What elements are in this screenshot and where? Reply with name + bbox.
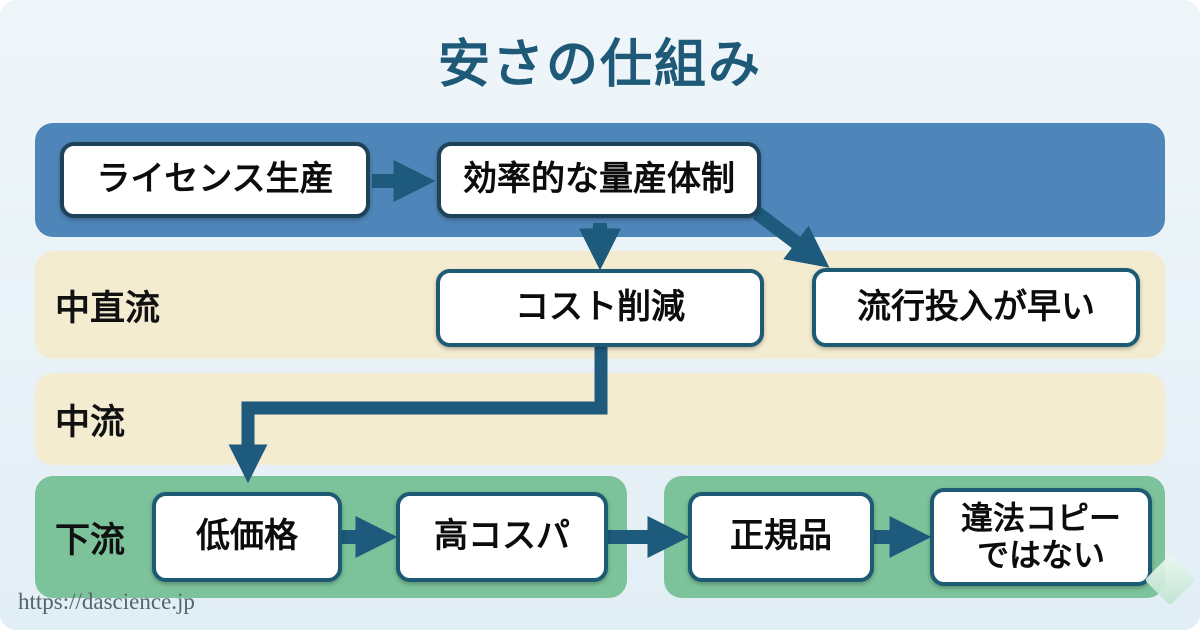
node-not-illegal-copy-line2: ではない <box>976 537 1105 573</box>
node-fast-trend: 流行投入が早い <box>812 268 1140 347</box>
site-url-watermark: https://dascience.jp <box>18 589 195 614</box>
node-not-illegal-copy: 違法コピー ではない <box>930 488 1152 586</box>
node-low-price: 低価格 <box>152 492 342 582</box>
node-cost-reduction: コスト削減 <box>436 269 764 347</box>
node-genuine: 正規品 <box>688 492 874 582</box>
node-mass-production: 効率的な量産体制 <box>437 142 761 218</box>
band-mid: 中流 <box>35 373 1165 465</box>
node-not-illegal-copy-line1: 違法コピー <box>960 500 1121 537</box>
band-label-mid-direct: 中直流 <box>55 288 161 328</box>
node-high-cospa: 高コスパ <box>396 492 608 582</box>
page-title: 安さの仕組み <box>437 36 762 94</box>
node-license-production: ライセンス生産 <box>60 142 370 218</box>
band-label-mid: 中流 <box>55 402 126 442</box>
band-label-downstream: 下流 <box>55 520 126 560</box>
